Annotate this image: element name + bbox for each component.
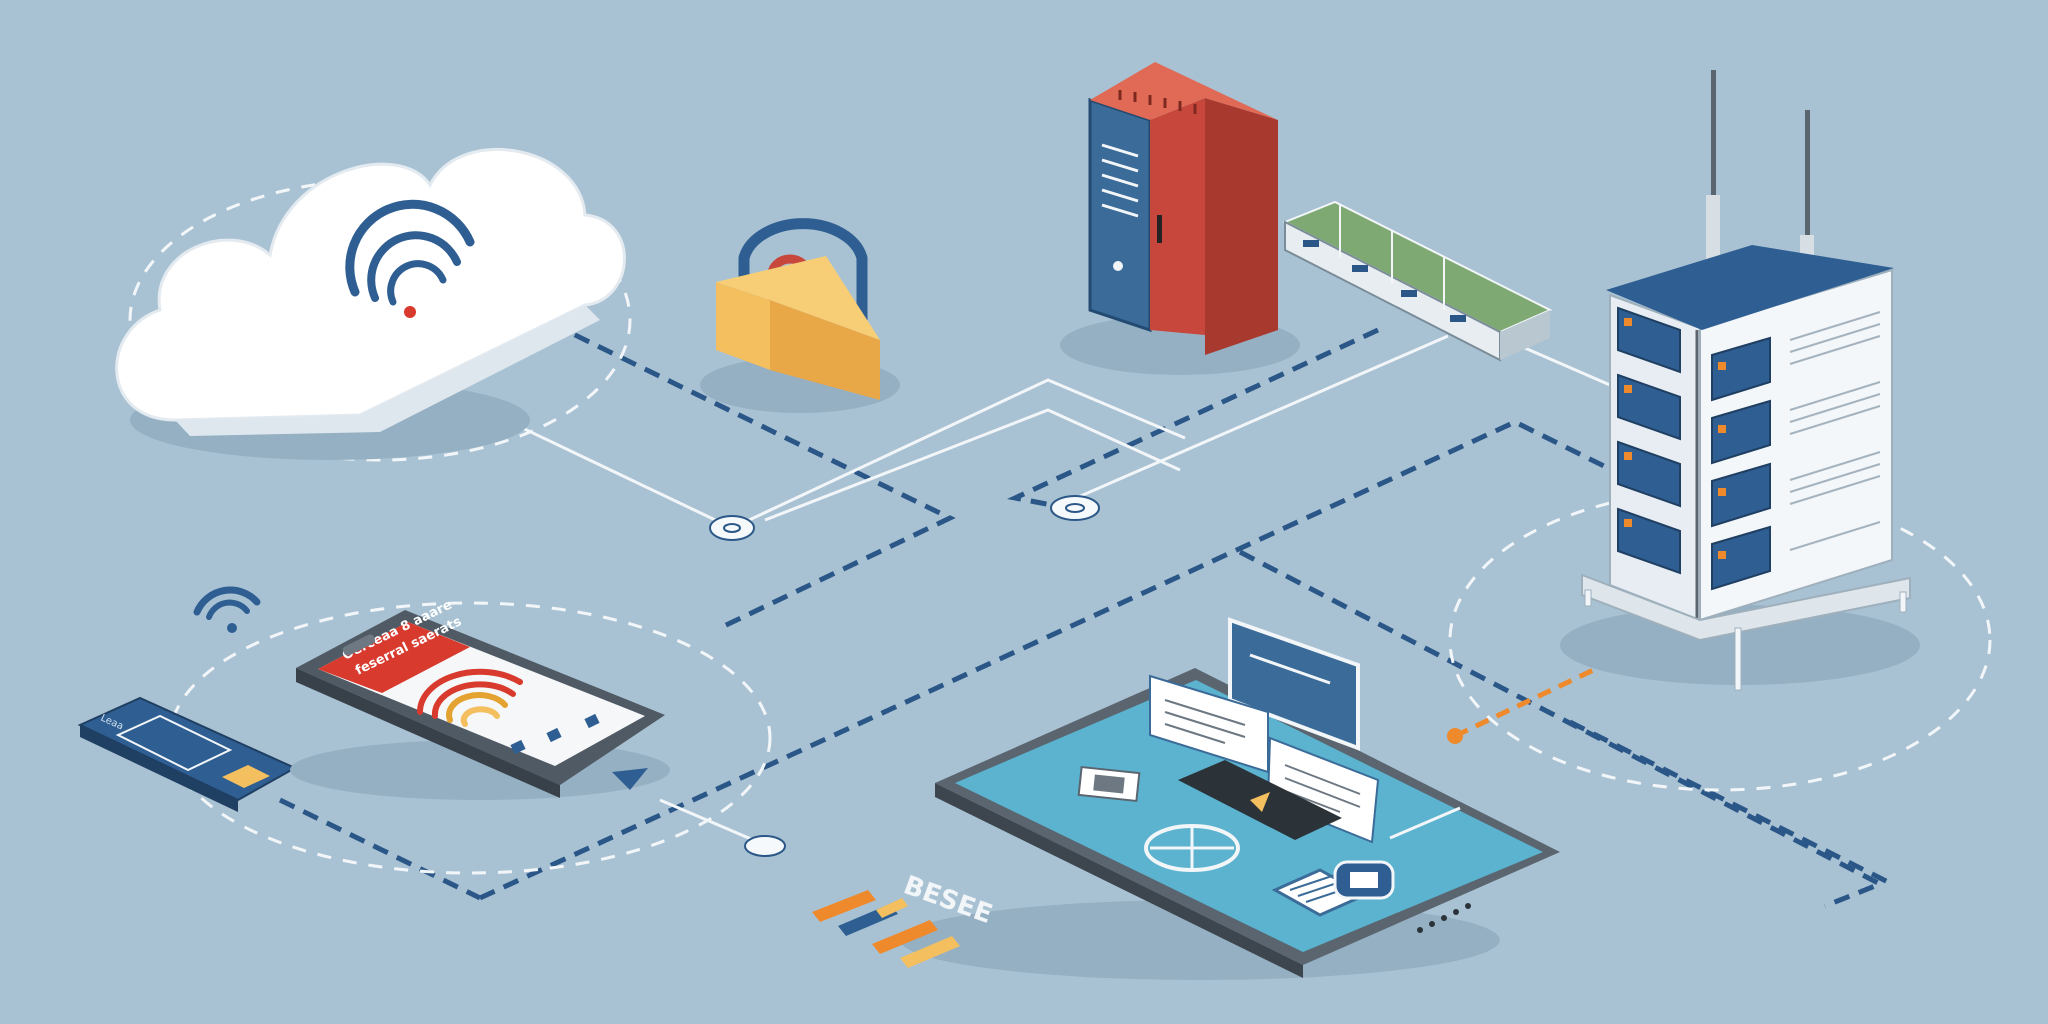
tablet-monitor-line (1249, 653, 1331, 685)
tower-vents (1789, 311, 1881, 551)
data-center-tower-icon (1560, 70, 1920, 691)
legend-bar-5 (900, 936, 960, 968)
tablet-status-dots (1417, 903, 1471, 933)
phone-header (318, 622, 470, 693)
switch-side (1500, 310, 1550, 360)
node-1 (709, 515, 755, 541)
tablet-edge (935, 783, 1303, 978)
card-chip (222, 765, 270, 788)
white-link-hub-inner (764, 408, 1181, 522)
tower-legs (1584, 589, 1907, 691)
white-link-node-hub (731, 378, 1186, 530)
dashed-link-tower-right (1568, 719, 1890, 885)
legend-bar-3 (876, 898, 908, 918)
antenna-right (1805, 110, 1810, 270)
tower-side-panels (1711, 336, 1771, 591)
padlock-shackle (738, 218, 868, 320)
legend-bar-1 (812, 890, 876, 922)
antenna-left-base (1706, 195, 1720, 265)
white-link-switch (1059, 334, 1449, 507)
wifi-signal-icon (193, 586, 261, 633)
legend-bar-4 (872, 920, 938, 954)
phone-app-icons (510, 713, 600, 755)
dashed-link-main-backbone (478, 419, 1614, 901)
padlock-front (716, 282, 770, 370)
tablet-lock-badge-inner (1350, 872, 1378, 888)
dashed-link-cloud-hub (526, 309, 956, 631)
connection-lines (128, 178, 1992, 909)
tablet-photo-inner (1093, 774, 1125, 794)
padlock-icon (700, 218, 900, 413)
key-card-icon: Leaa (77, 696, 298, 812)
dashed-link-tablet-tower (1238, 549, 1886, 909)
tower-front-panels (1617, 306, 1681, 575)
tower-roof (1606, 245, 1894, 330)
tablet-icon (900, 617, 1560, 980)
node-3 (744, 835, 786, 857)
tablet-window-right (1266, 736, 1380, 844)
cloud (115, 147, 626, 460)
card-edge (80, 725, 238, 812)
tablet-globe-lines (1150, 826, 1234, 870)
card-window (115, 714, 233, 772)
rack-handle (1157, 215, 1162, 243)
dashed-link-phone-backbone (278, 797, 482, 901)
tablet-monitor (1228, 617, 1360, 751)
white-link-phone-node (659, 798, 766, 847)
orange-link (1453, 640, 1652, 739)
rack-top (1090, 62, 1278, 120)
padlock-side (770, 300, 880, 400)
dashed-ring-tower (1448, 488, 1992, 792)
switch-ports (1303, 240, 1466, 322)
rack-side (1205, 98, 1278, 355)
rack-vents (1101, 143, 1139, 218)
phone-wifi-graphic (416, 668, 523, 727)
tablet-cursor (1250, 792, 1270, 812)
tower-panel-leds (1624, 318, 1726, 559)
network-switch-icon (1282, 200, 1553, 362)
node-2 (1050, 495, 1100, 521)
phone-pin (612, 768, 648, 790)
phone-edge (296, 668, 560, 798)
cloud-side (175, 305, 600, 436)
node-1-inner (723, 523, 741, 533)
switch-dividers (1339, 204, 1445, 310)
antenna-left (1711, 70, 1716, 250)
rack-door (1150, 98, 1205, 335)
rack-front (1088, 97, 1152, 333)
rack-top-grille (1118, 90, 1197, 114)
wifi-icon (345, 199, 475, 306)
tablet-divider (1389, 806, 1461, 840)
wifi-dot (404, 306, 416, 318)
tablet-window-left-lines (1164, 699, 1246, 744)
padlock-top (716, 256, 880, 340)
rack-keyhole (1113, 261, 1123, 271)
node-orange-1 (1447, 728, 1463, 744)
server-rack-icon (1060, 62, 1300, 375)
node-2-inner (1065, 503, 1085, 513)
phone-camera (342, 634, 376, 656)
tower-base (1581, 573, 1911, 642)
